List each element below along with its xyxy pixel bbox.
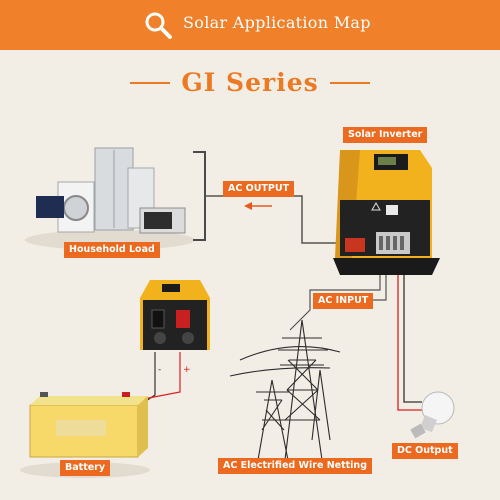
svg-text:+: +: [183, 365, 191, 375]
title-rule-right: [330, 82, 370, 84]
power-towers: [229, 319, 341, 461]
battery-inverter-unit: [140, 280, 210, 350]
header-title: Solar Application Map: [183, 13, 371, 32]
series-title: GI Series: [0, 68, 500, 97]
dc-output-label: DC Output: [392, 443, 458, 459]
title-rule-left: [130, 82, 170, 84]
household-load-label: Household Load: [64, 242, 160, 258]
battery-label: Battery: [60, 460, 111, 476]
svg-text:-: -: [158, 365, 161, 375]
solar-inverter-label: Solar Inverter: [343, 127, 428, 143]
ac-output-label: AC OUTPUT: [223, 181, 295, 197]
series-title-text: GI Series: [181, 68, 319, 97]
household-appliances: [36, 147, 186, 234]
battery-unit: [29, 392, 148, 458]
ac-output-arrow: [244, 202, 272, 210]
header-bar: Solar Application Map: [0, 0, 500, 50]
search-icon: [145, 12, 172, 39]
solar-inverter-unit: [333, 150, 440, 275]
ac-input-label: AC INPUT: [313, 293, 374, 309]
light-bulb: [410, 391, 455, 439]
ac-grid-label: AC Electrified Wire Netting: [218, 458, 372, 474]
